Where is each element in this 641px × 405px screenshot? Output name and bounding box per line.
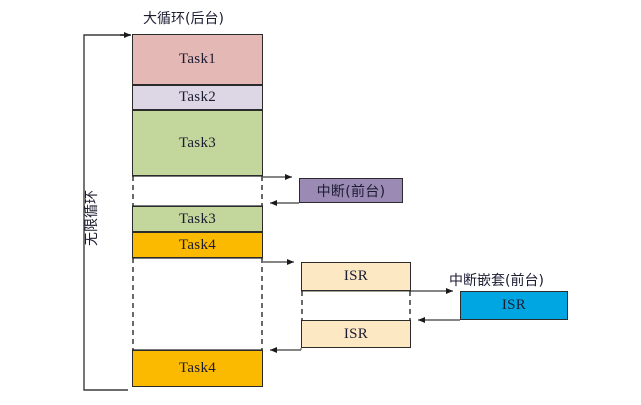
box-task4-last-label: Task4 bbox=[178, 360, 217, 376]
box-task3-first-label: Task3 bbox=[178, 134, 217, 151]
infinite-loop-bracket bbox=[83, 32, 131, 391]
box-task4-first: Task4 bbox=[132, 232, 263, 258]
box-interrupt-foreground: 中断(前台) bbox=[299, 178, 403, 203]
box-isr-nested-label: ISR bbox=[501, 297, 527, 313]
box-isr-nested: ISR bbox=[460, 291, 568, 320]
box-task3-second: Task3 bbox=[132, 206, 263, 232]
box-isr-lower: ISR bbox=[301, 320, 411, 348]
main-column-dashed-guides bbox=[132, 176, 263, 350]
arrow-from-isr-lower bbox=[270, 347, 302, 353]
box-task4-last: Task4 bbox=[132, 350, 263, 387]
main-column-gap-rules bbox=[132, 175, 263, 351]
box-task1-label: Task1 bbox=[178, 51, 217, 67]
title-nested-interrupt-text: 中断嵌套(前台) bbox=[449, 273, 544, 289]
title-nested-interrupt: 中断嵌套(前台) bbox=[449, 270, 544, 290]
box-isr-lower-label: ISR bbox=[343, 325, 369, 342]
label-infinite-loop-text: 无限循环 bbox=[84, 190, 100, 246]
isr-dashed-guides bbox=[301, 291, 411, 320]
box-task3-first: Task3 bbox=[132, 110, 263, 176]
label-infinite-loop: 无限循环 bbox=[81, 168, 101, 268]
box-task3-second-label: Task3 bbox=[178, 210, 217, 227]
title-main-loop-text: 大循环(后台) bbox=[143, 11, 224, 27]
box-interrupt-label: 中断(前台) bbox=[316, 183, 386, 200]
box-isr-upper-label: ISR bbox=[343, 268, 369, 284]
box-task2-label: Task2 bbox=[178, 89, 217, 105]
title-main-loop: 大循环(后台) bbox=[143, 8, 224, 28]
box-task1: Task1 bbox=[132, 34, 263, 85]
box-isr-upper: ISR bbox=[301, 262, 411, 291]
box-task4-first-label: Task4 bbox=[178, 236, 217, 253]
box-task2: Task2 bbox=[132, 85, 263, 110]
